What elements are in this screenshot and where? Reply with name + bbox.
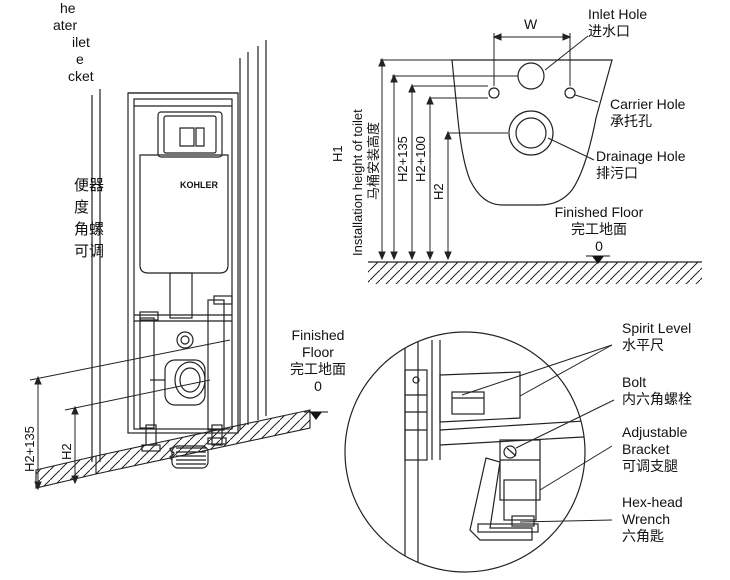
label-line: 可调支腿	[622, 458, 678, 474]
label-line: 水平尺	[622, 337, 664, 353]
cut-line: cket	[68, 68, 94, 84]
cut-text-en: he ater ilet e cket	[0, 0, 94, 85]
cut-line: ater	[53, 17, 78, 33]
label-line: Floor	[302, 344, 334, 360]
label-line: Inlet Hole	[588, 6, 648, 22]
label-line: Finished	[291, 327, 345, 343]
left-finished-floor: Finished Floor 完工地面 0	[276, 327, 360, 395]
label-line: 六角匙	[622, 528, 664, 544]
cut-line: ilet	[72, 34, 90, 50]
label-line: Hex-head	[622, 494, 683, 510]
label-line: Bolt	[622, 374, 647, 390]
adjustable-bracket-label: Adjustable Bracket 可调支腿	[622, 424, 687, 475]
dim-h2-left: H2	[59, 443, 74, 460]
spirit-level-label: Spirit Level 水平尺	[622, 320, 691, 354]
h1-label: H1	[330, 145, 345, 162]
dim-h2-100-top: H2+100	[413, 136, 428, 182]
label-line: 排污口	[596, 165, 638, 181]
height-dimensions	[378, 57, 518, 261]
label-line: 内六角螺栓	[622, 391, 692, 407]
label-line: 承托孔	[610, 113, 652, 129]
cut-line: 可调	[74, 243, 105, 260]
cut-line: he	[60, 0, 76, 16]
label-line: Carrier Hole	[610, 96, 686, 112]
brand-logo: KOHLER	[180, 180, 218, 190]
detail-circle	[344, 331, 586, 573]
cut-line: 角螺	[74, 221, 105, 238]
cut-line: e	[76, 51, 84, 67]
inlet-hole-label: Inlet Hole 进水口	[588, 6, 647, 40]
dim-h2-top: H2	[431, 183, 446, 200]
cut-line: 度	[74, 199, 90, 216]
label-line: Drainage Hole	[596, 148, 686, 164]
install-height-en: Installation height of toilet	[350, 109, 365, 256]
label-line: Wrench	[622, 511, 670, 527]
carrier-hole-label: Carrier Hole 承托孔	[610, 96, 685, 130]
left-dimensions	[29, 339, 231, 491]
label-line: Adjustable	[622, 424, 688, 440]
dim-h2-135-left: H2+135	[22, 426, 37, 472]
w-label: W	[524, 16, 538, 32]
zero-mark: 0	[314, 378, 322, 394]
label-line: 完工地面	[290, 361, 346, 377]
carrier-frame	[91, 40, 267, 469]
install-height-cn: 马桶安装高度	[366, 121, 381, 200]
dim-h2-135-top: H2+135	[395, 136, 410, 182]
drainage-hole-label: Drainage Hole 排污口	[596, 148, 686, 182]
cut-line: 便器	[74, 177, 105, 194]
label-line: 完工地面	[571, 221, 627, 237]
label-line: 进水口	[588, 23, 630, 39]
top-finished-floor: Finished Floor 完工地面 0	[536, 204, 662, 255]
cut-text-cn: 便器 度 角螺 可调	[74, 175, 104, 263]
bolt-label: Bolt 内六角螺栓	[622, 374, 692, 408]
zero-mark: 0	[595, 238, 603, 254]
floor-slab	[35, 409, 311, 489]
label-line: Spirit Level	[622, 320, 692, 336]
ground-hatch	[368, 261, 702, 284]
hex-wrench-label: Hex-head Wrench 六角匙	[622, 494, 683, 545]
label-line: Finished Floor	[554, 204, 644, 220]
label-line: Bracket	[622, 441, 670, 457]
